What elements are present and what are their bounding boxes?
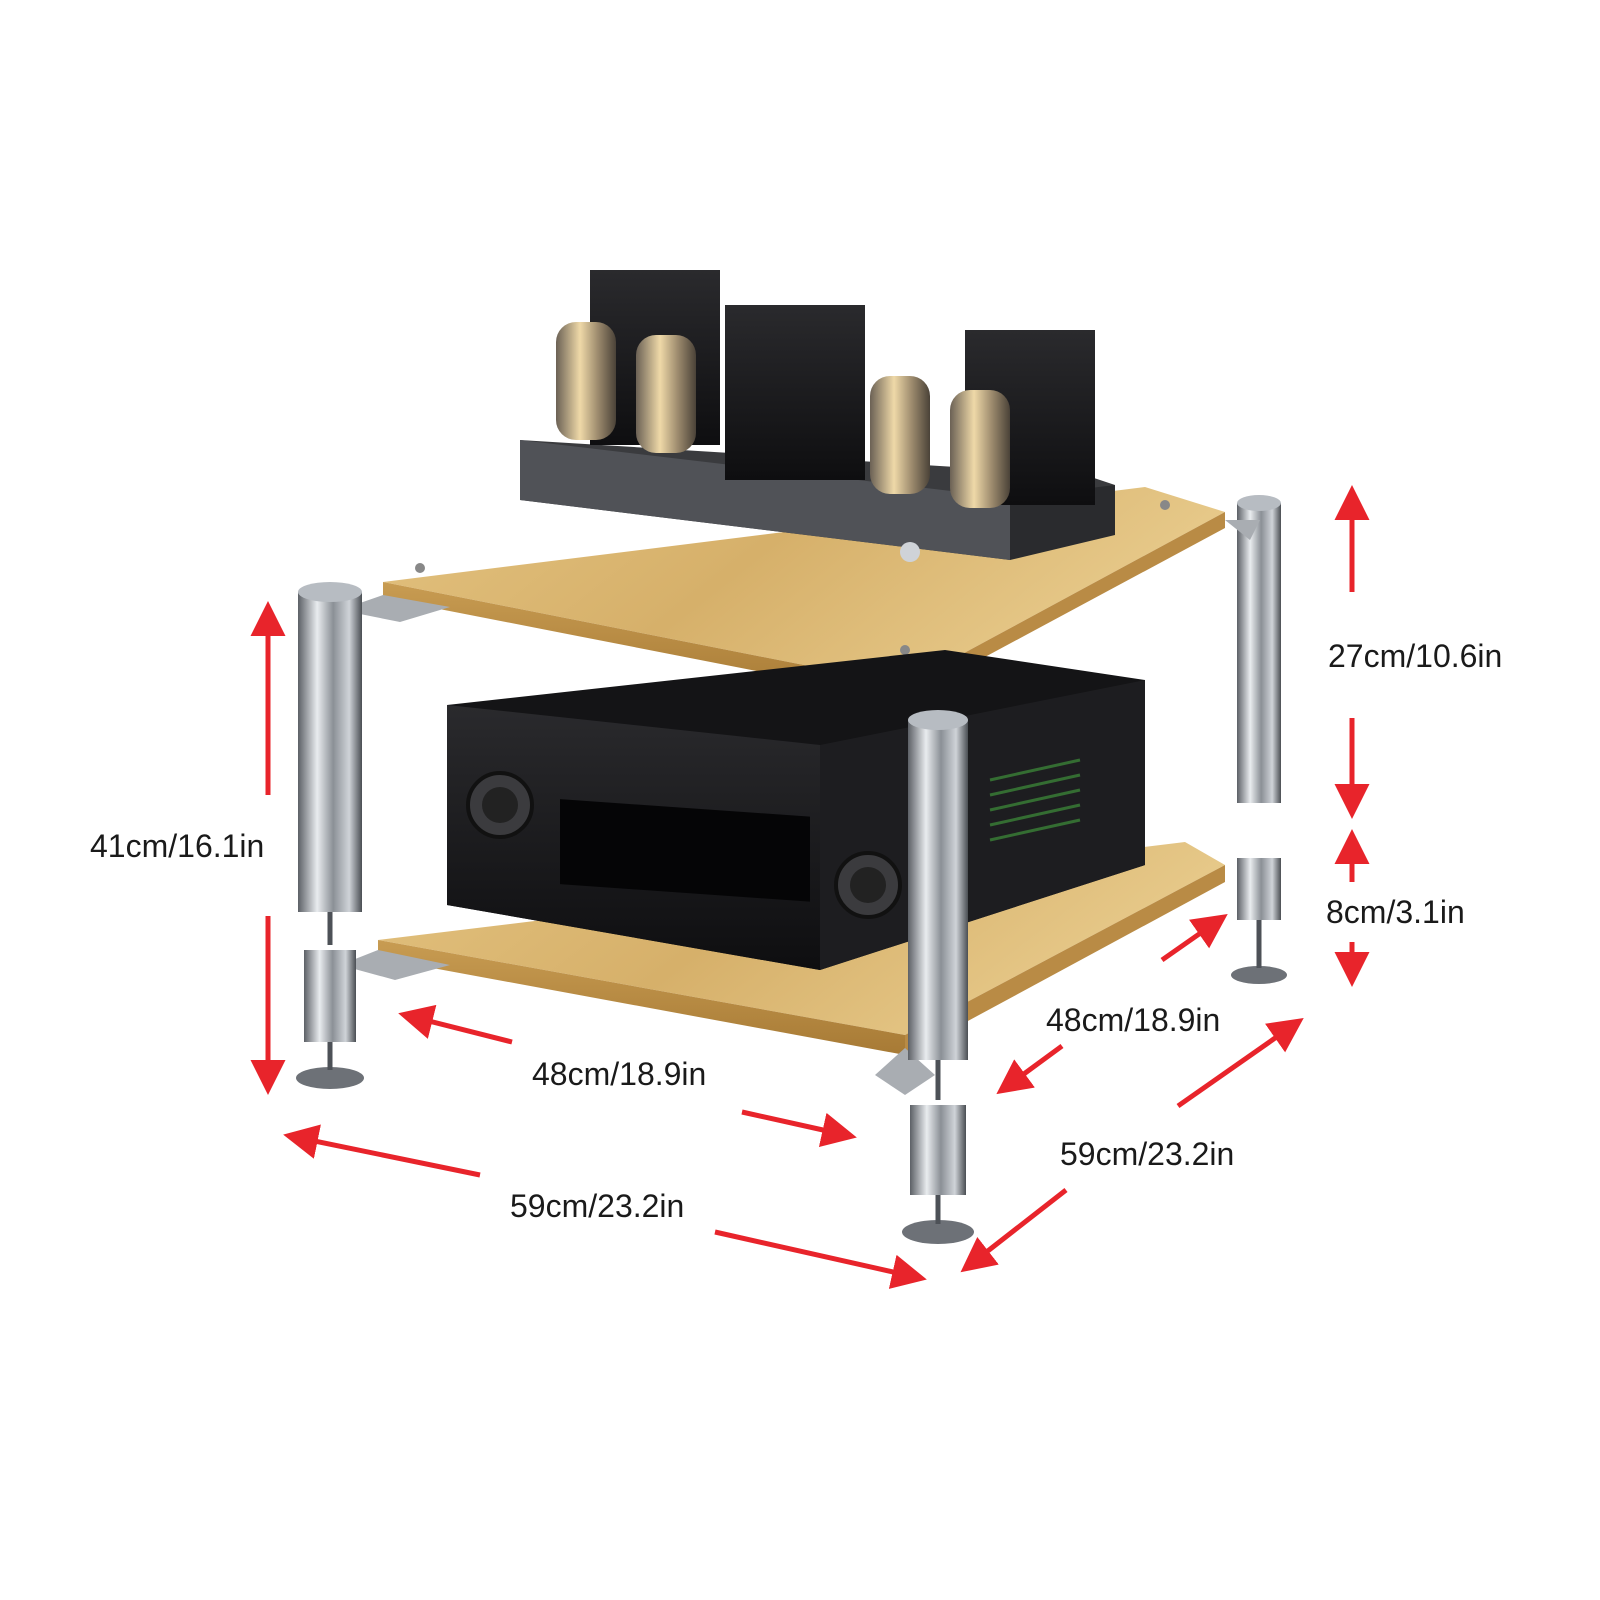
back-right-post <box>1231 495 1287 984</box>
overall-width-arrow-left <box>283 1124 481 1178</box>
dimension-arrows <box>250 485 1370 1289</box>
overall-depth-arrow-lower <box>960 1188 1068 1273</box>
overall-depth-arrow-upper <box>1176 1017 1304 1109</box>
shelf-depth-arrow-lower <box>996 1043 1064 1095</box>
total-height-label: 41cm/16.1in <box>90 828 265 864</box>
tube-amplifier <box>520 270 1115 562</box>
shelf-depth-label: 48cm/18.9in <box>1046 1002 1221 1038</box>
shelf-width-arrow-left <box>398 1004 513 1045</box>
front-left-post <box>296 582 364 1089</box>
overall-width-arrow-right <box>714 1229 927 1289</box>
shelf-width-label: 48cm/18.9in <box>532 1056 707 1092</box>
av-receiver <box>447 650 1145 970</box>
front-right-post <box>902 710 974 1244</box>
overall-width-label: 59cm/23.2in <box>510 1188 685 1224</box>
upper-shelf-gap-label: 27cm/10.6in <box>1328 638 1503 674</box>
foot-height-label: 8cm/3.1in <box>1326 894 1465 930</box>
vacuum-tubes <box>556 322 1010 508</box>
overall-depth-label: 59cm/23.2in <box>1060 1136 1235 1172</box>
shelf-width-arrow-right <box>741 1109 857 1148</box>
shelf-depth-arrow-upper <box>1160 913 1228 963</box>
